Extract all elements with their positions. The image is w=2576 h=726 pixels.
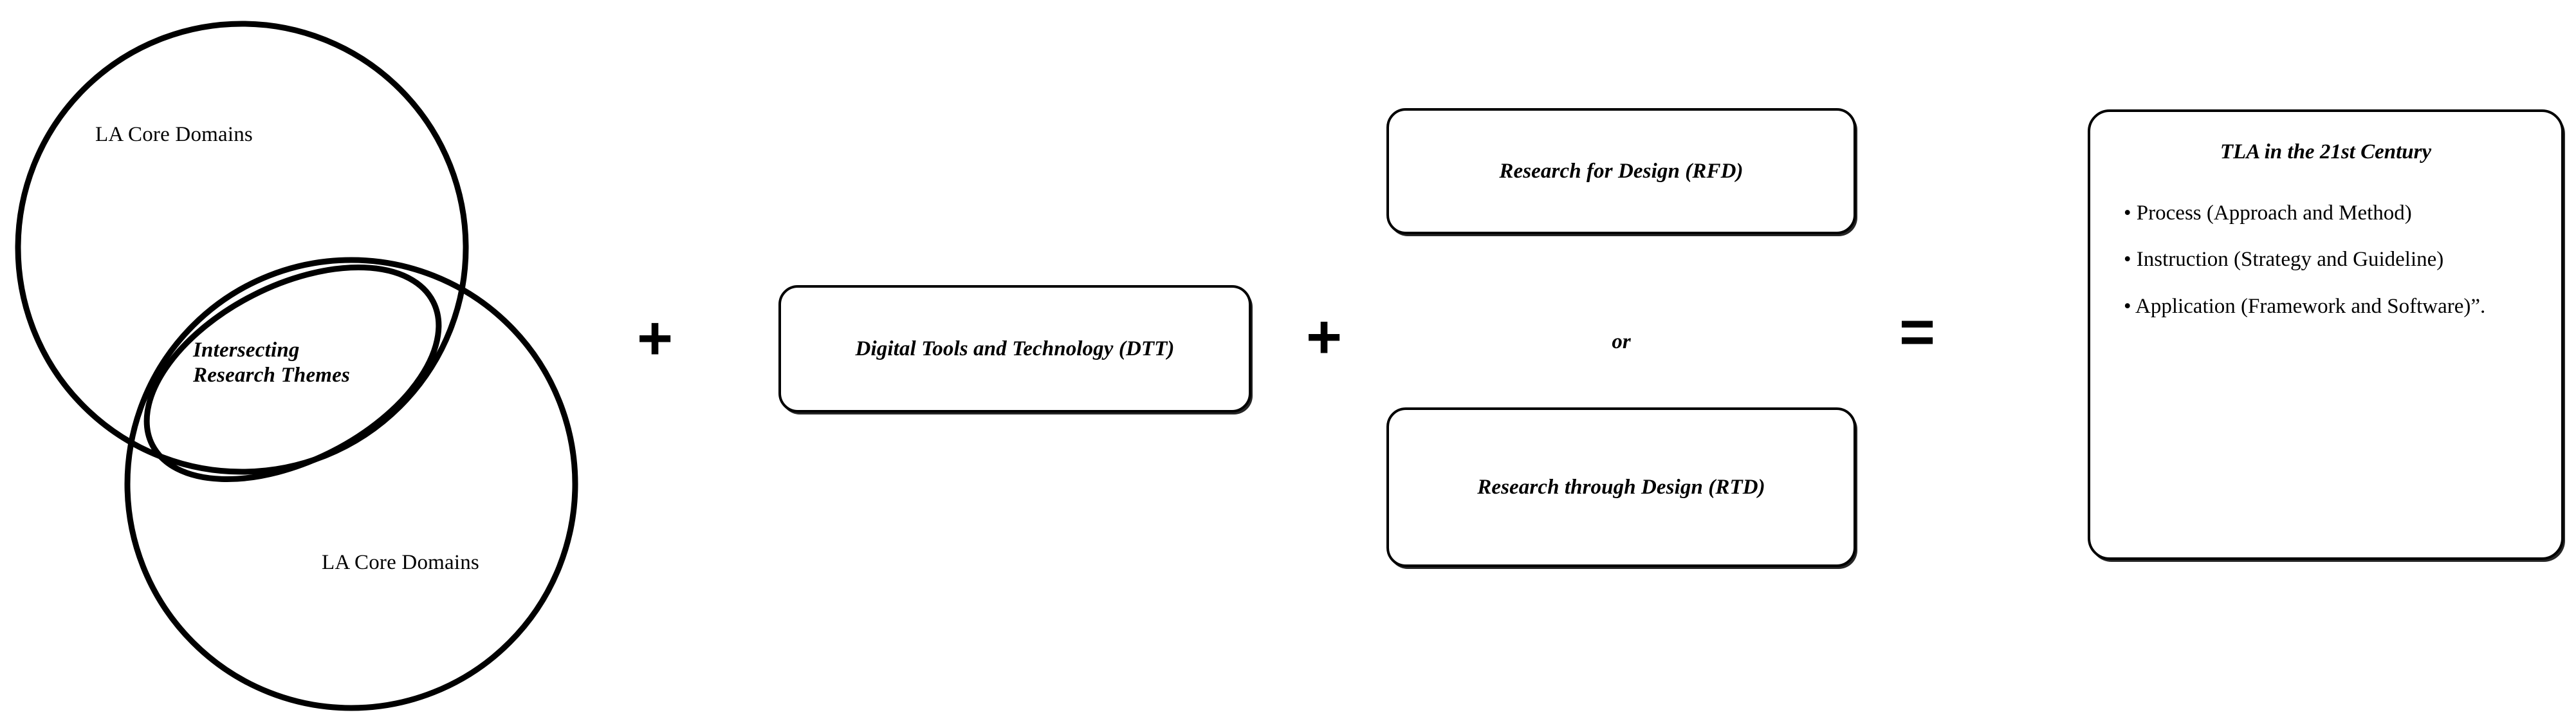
dtt-box-label: Digital Tools and Technology (DTT) <box>855 337 1175 360</box>
venn-circles-svg <box>15 21 578 711</box>
or-connector-label: or <box>1612 330 1631 353</box>
tla-box-title: TLA in the 21st Century <box>2220 140 2432 163</box>
plus-operator-icon-1: + <box>637 304 674 373</box>
venn-circle-bottom <box>124 257 578 711</box>
tla-box-content: TLA in the 21st Century • Process (Appro… <box>2090 112 2561 320</box>
tla-bullet-item-instruction: • Instruction (Strategy and Guideline) <box>2124 248 2444 272</box>
venn-intersection-ellipse <box>143 265 442 482</box>
plus-operator-icon-2: + <box>1306 302 1343 371</box>
digital-tools-technology-box: Digital Tools and Technology (DTT) <box>778 285 1251 413</box>
tla-bullet-item-application: • Application (Framework and Software)”. <box>2124 294 2486 318</box>
venn-label-top-circle: LA Core Domains <box>95 123 253 146</box>
venn-label-intersection: Intersecting Research Themes <box>193 339 351 387</box>
tla-bullet-item-process: • Process (Approach and Method) <box>2124 201 2412 225</box>
tla-bullet-list: • Process (Approach and Method) • Instru… <box>2124 200 2528 320</box>
rfd-box-label: Research for Design (RFD) <box>1499 159 1743 183</box>
research-through-design-box: Research through Design (RTD) <box>1386 407 1856 567</box>
tla-outcome-box: TLA in the 21st Century • Process (Appro… <box>2088 109 2564 560</box>
venn-label-bottom-circle: LA Core Domains <box>322 551 479 574</box>
venn-circle-top <box>15 21 469 475</box>
research-for-design-box: Research for Design (RFD) <box>1386 108 1856 234</box>
rtd-box-label: Research through Design (RTD) <box>1477 475 1765 499</box>
venn-diagram-group: LA Core Domains LA Core Domains Intersec… <box>0 0 618 726</box>
equals-operator-icon: = <box>1899 297 1936 366</box>
